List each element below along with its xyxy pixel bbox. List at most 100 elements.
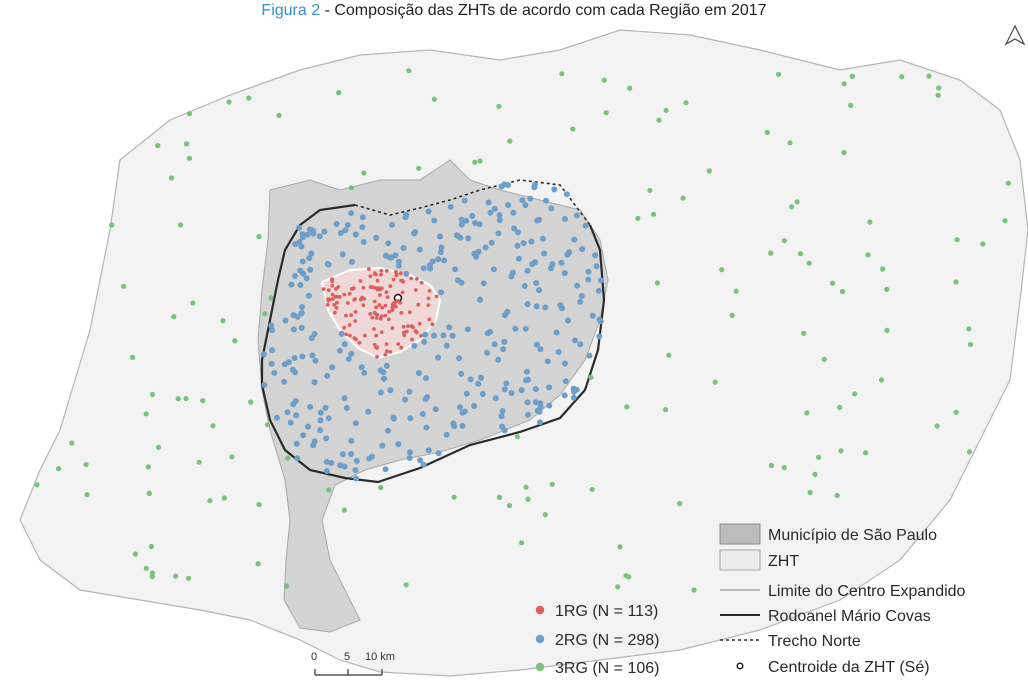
point-1rg [347, 291, 352, 296]
point-3rg [149, 391, 156, 397]
point-2rg [521, 283, 528, 289]
point-1rg [396, 342, 401, 346]
point-1rg [368, 274, 373, 279]
point-3rg [954, 237, 960, 243]
point-3rg [966, 449, 973, 455]
point-2rg [337, 347, 343, 354]
point-1rg [388, 350, 393, 354]
point-2rg [496, 217, 503, 224]
point-2rg [533, 280, 540, 286]
point-3rg [83, 461, 89, 468]
point-2rg [527, 195, 534, 202]
point-3rg [953, 279, 959, 285]
point-2rg [341, 463, 348, 470]
point-3rg [255, 561, 261, 567]
point-2rg [562, 378, 569, 385]
point-3rg [1005, 180, 1012, 186]
point-3rg [654, 280, 661, 286]
point-2rg [305, 423, 311, 430]
point-3rg [867, 219, 873, 225]
point-1rg [430, 322, 435, 327]
point-3rg [155, 143, 161, 149]
point-2rg [546, 384, 553, 391]
point-3rg [69, 440, 75, 446]
point-2rg [533, 303, 540, 310]
point-2rg [296, 224, 303, 231]
point-2rg [268, 360, 275, 367]
point-2rg [523, 368, 530, 375]
point-2rg [475, 380, 482, 387]
point-3rg [173, 573, 179, 579]
point-3rg [175, 396, 181, 402]
point-3rg [878, 377, 885, 383]
point-1rg [386, 317, 391, 322]
point-2rg [406, 388, 413, 395]
point-2rg [348, 451, 355, 457]
point-2rg [487, 209, 494, 216]
point-2rg [382, 466, 389, 473]
point-2rg [297, 267, 304, 274]
point-1rg [370, 285, 375, 289]
point-2rg [469, 213, 476, 219]
point-2rg [328, 460, 335, 466]
point-3rg [229, 454, 235, 460]
point-2rg [310, 230, 317, 237]
point-3rg [34, 482, 40, 488]
point-1rg [353, 310, 358, 314]
point-2rg [426, 262, 433, 269]
point-2rg [561, 270, 568, 277]
point-2rg [297, 282, 304, 288]
point-1rg [342, 325, 346, 330]
point-3rg [589, 486, 595, 493]
point-2rg [299, 304, 305, 310]
point-2rg [282, 317, 289, 324]
point-3rg [549, 481, 555, 487]
point-2rg [385, 240, 392, 247]
point-2rg [423, 375, 429, 382]
point-2rg [446, 324, 453, 331]
point-2rg [520, 240, 527, 247]
point-2rg [492, 395, 499, 402]
point-2rg [572, 337, 578, 344]
point-1rg [345, 301, 350, 305]
point-3rg [816, 454, 822, 460]
point-2rg [317, 417, 324, 424]
point-3rg [285, 455, 291, 461]
point-1rg [347, 323, 352, 327]
point-1rg [375, 355, 379, 359]
point-2rg [564, 251, 571, 258]
point-3rg [200, 398, 206, 404]
point-1rg [387, 309, 392, 314]
point-2rg [484, 349, 491, 356]
point-2rg [379, 442, 386, 449]
point-3rg [663, 107, 669, 113]
point-2rg [438, 289, 445, 296]
point-2rg [592, 252, 599, 259]
point-1rg [395, 298, 400, 303]
point-3rg [666, 352, 672, 358]
point-2rg [577, 298, 584, 305]
point-1rg [348, 333, 352, 338]
point-2rg [407, 415, 414, 422]
point-3rg [794, 199, 800, 205]
point-2rg [293, 440, 300, 447]
point-2rg [261, 382, 268, 388]
point-1rg [352, 336, 357, 340]
point-2rg [515, 229, 521, 236]
scale-bar: 0 5 10 km [311, 651, 395, 676]
point-3rg [787, 140, 793, 146]
point-2rg [536, 408, 543, 415]
point-2rg [341, 395, 348, 402]
point-2rg [511, 225, 518, 232]
point-2rg [322, 404, 329, 411]
point-2rg [307, 404, 314, 410]
point-3rg [863, 450, 869, 456]
point-2rg [294, 455, 301, 462]
point-3rg [477, 158, 483, 164]
point-2rg [383, 362, 390, 369]
point-2rg [420, 265, 427, 272]
point-2rg [514, 242, 521, 249]
point-3rg [615, 584, 621, 590]
figure-label: Figura 2 [261, 2, 321, 19]
point-3rg [781, 238, 788, 244]
